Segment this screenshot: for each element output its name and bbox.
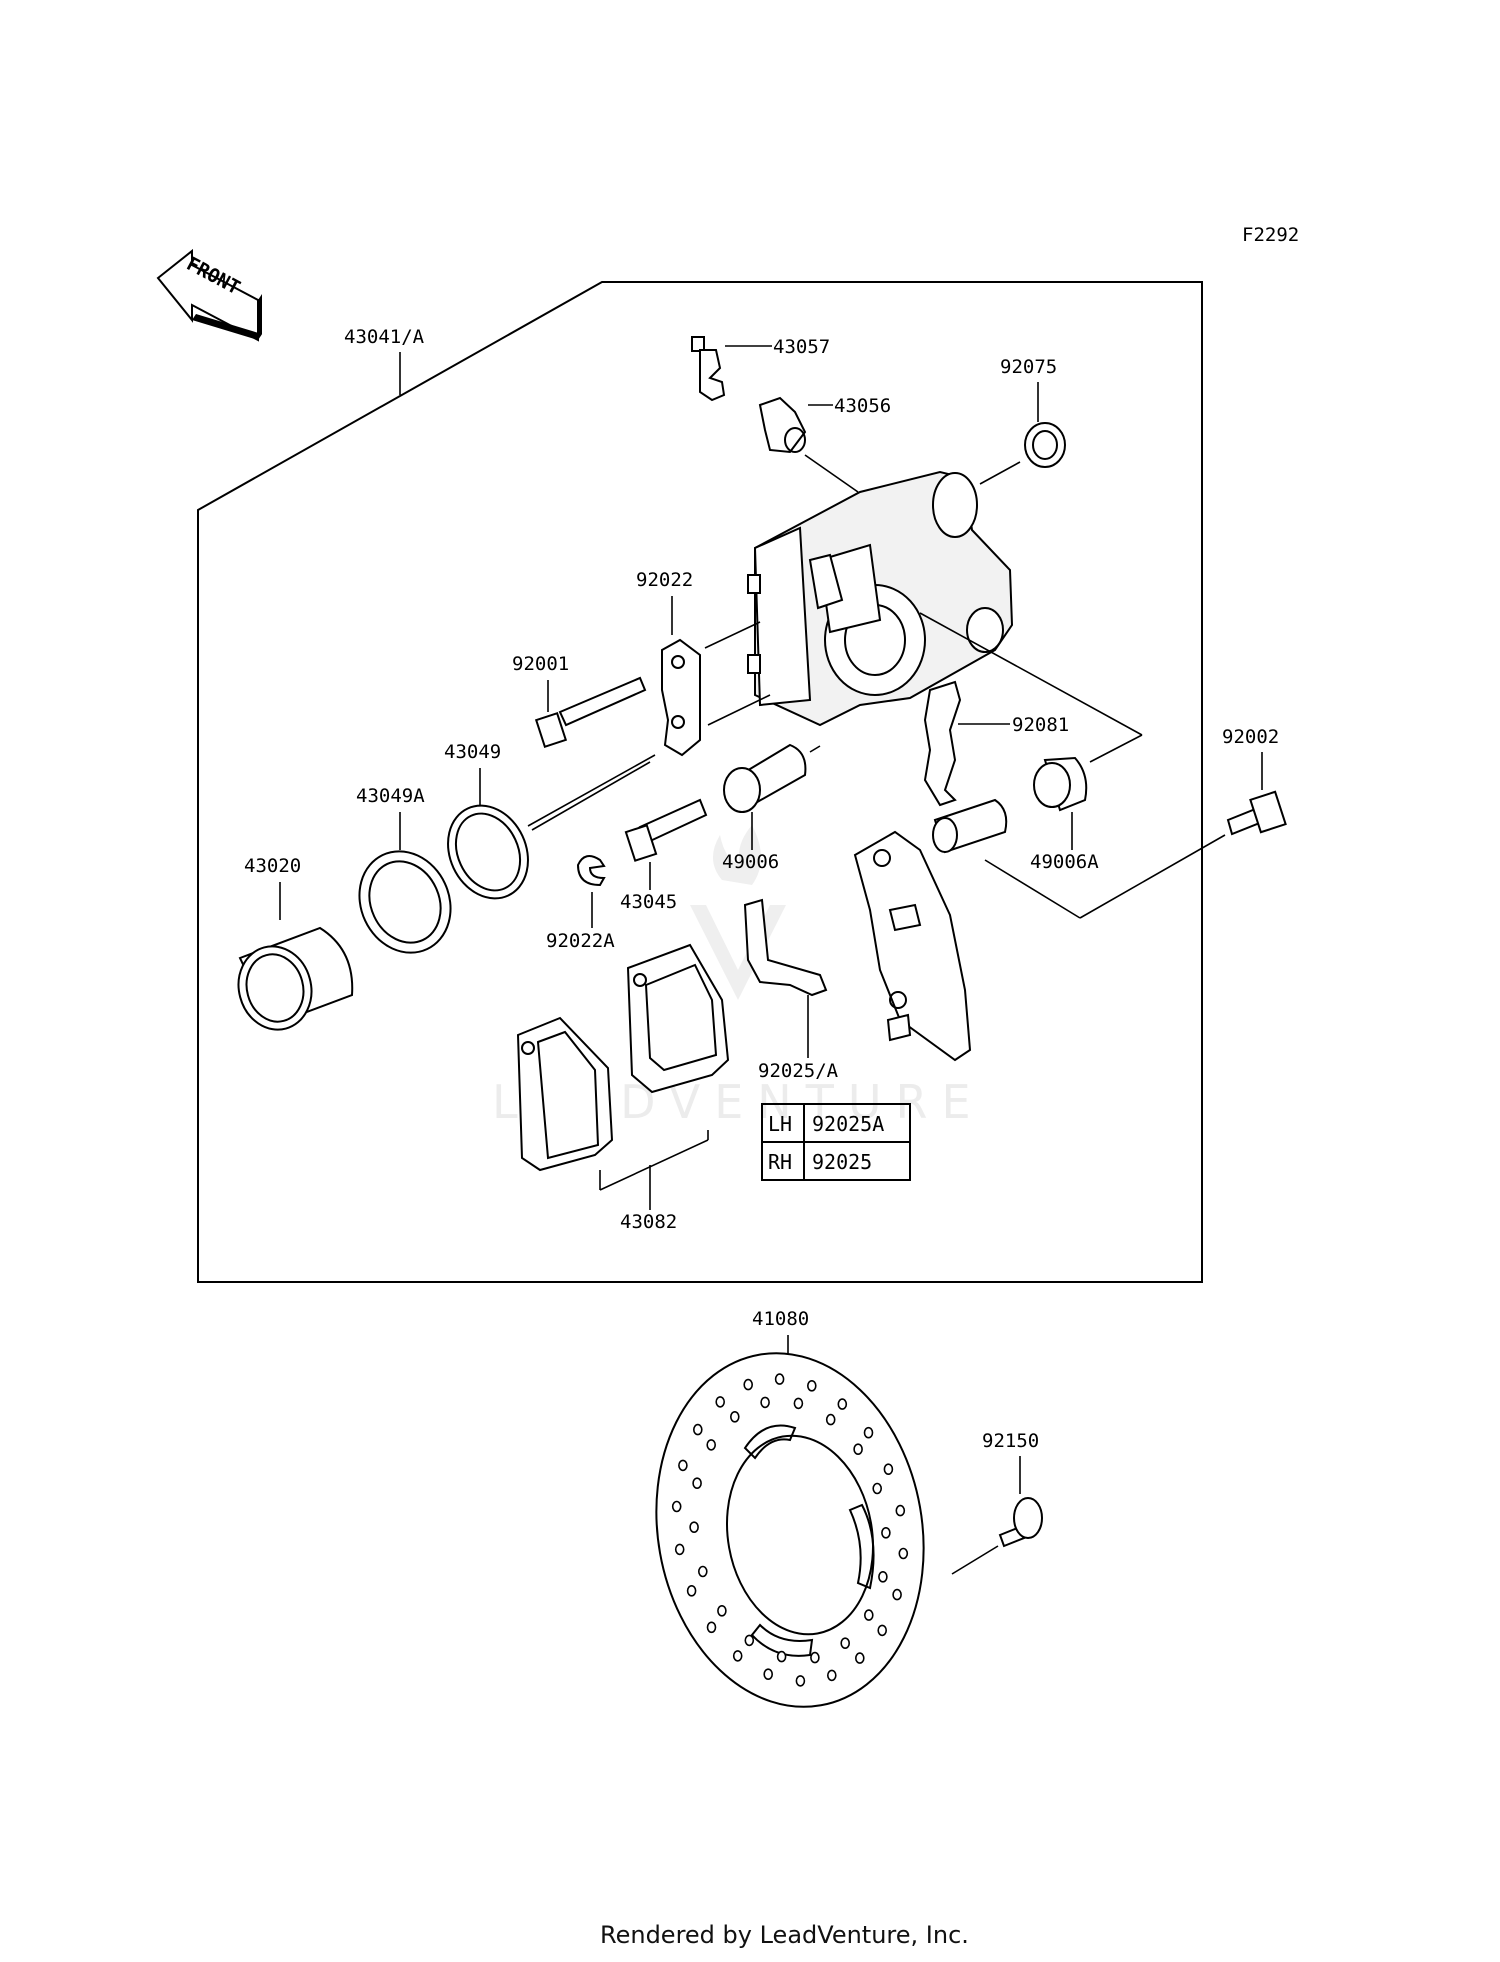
label-43049: 43049 [444,741,501,763]
footer-credit: Rendered by LeadVenture, Inc. [600,1921,969,1949]
label-92075: 92075 [1000,356,1057,378]
disc-hole [706,1439,717,1451]
bracket-92022: 92022 [636,569,771,757]
label-92001: 92001 [512,653,569,675]
disc-hole [706,1621,717,1634]
disc-hole [717,1605,727,1617]
seal-43049: 43049 [444,741,529,900]
brake-pads: 43082 [516,943,730,1233]
label-43045: 43045 [620,891,677,913]
disc-hole [795,1675,806,1687]
disc-hole [793,1397,804,1410]
label-43057: 43057 [773,336,830,358]
label-43082: 43082 [620,1211,677,1233]
disc-hole [877,1624,888,1637]
brake-disc: 41080 [655,1308,925,1708]
disc-hole [686,1585,697,1597]
disc-hole [729,1411,740,1423]
disc-hole [774,1373,785,1385]
table-part-lh: 92025A [812,1112,884,1136]
disc-hole [692,1477,702,1489]
disc-hole [689,1521,699,1533]
disc-hole [854,1652,865,1664]
spring-92081: 92081 [923,680,1069,807]
callout-43041A: 43041/A [344,326,425,395]
table-side-lh: LH [768,1112,792,1136]
disc-hole [878,1571,888,1583]
disc-hole [825,1413,836,1426]
disc-hole [826,1669,837,1682]
disc-hole [692,1423,703,1436]
label-41080: 41080 [752,1308,809,1330]
disc-hole [872,1482,883,1495]
pin-43045: 43045 [620,798,708,913]
disc-hole [744,1634,755,1647]
disc-hole [763,1668,774,1680]
table-side-rh: RH [768,1150,792,1174]
table-part-rh: 92025 [812,1150,872,1174]
disc-hole [810,1651,820,1664]
disc-hole [898,1547,909,1560]
caliper-assembly-frame [197,281,1203,1283]
bolt-92002: 92002 [984,726,1287,919]
label-92150: 92150 [982,1430,1039,1452]
bleeder-valve: 43057 [691,336,830,402]
disc-hole [678,1459,688,1472]
boot-92075: 92075 [979,356,1066,485]
disc-hole [732,1650,743,1662]
diagram-code: F2292 [1242,224,1299,246]
label-92025A: 92025/A [758,1060,839,1082]
bleeder-cap: 43056 [758,395,891,493]
piston-43020: 43020 [237,855,354,1031]
sleeve-49006: 49006 [722,743,821,873]
label-43020: 43020 [244,855,301,877]
label-49006: 49006 [722,851,779,873]
disc-hole [892,1588,902,1601]
label-43041A: 43041/A [344,326,425,348]
disc-hole [715,1396,726,1408]
disc-hole [883,1463,894,1475]
label-49006A: 49006A [1030,851,1099,873]
disc-holes [671,1373,909,1687]
disc-hole [697,1565,708,1578]
plate-92025A: 92025/A [743,898,839,1082]
label-92022: 92022 [636,569,693,591]
disc-hole [760,1396,770,1409]
disc-hole [671,1500,682,1513]
disc-hole [806,1380,817,1392]
disc-hole [863,1609,874,1621]
disc-hole [863,1426,874,1439]
caliper-body [747,470,1014,727]
disc-hole [881,1527,891,1539]
label-92081: 92081 [1012,714,1069,736]
label-43056: 43056 [834,395,891,417]
disc-hole [776,1650,787,1663]
disc-hole [837,1398,848,1410]
front-arrow-icon: FRONT [156,248,262,342]
label-92002: 92002 [1222,726,1279,748]
label-92022A: 92022A [546,930,615,952]
disc-hole [840,1637,851,1649]
disc-hole [674,1543,685,1556]
disc-hole [743,1378,754,1391]
clip-92022A: 92022A [546,855,615,952]
pin-bolt-92001: 92001 [512,653,656,827]
bolt-92150: 92150 [951,1430,1043,1575]
variant-table: LH 92025A RH 92025 [761,1103,911,1181]
caliper-bracket [853,798,1008,1062]
label-43049A: 43049A [356,785,425,807]
seal-43049A: 43049A [356,785,452,954]
disc-hole [895,1504,906,1517]
disc-hole [853,1443,863,1455]
sleeve-49006A: 49006A [919,612,1143,873]
